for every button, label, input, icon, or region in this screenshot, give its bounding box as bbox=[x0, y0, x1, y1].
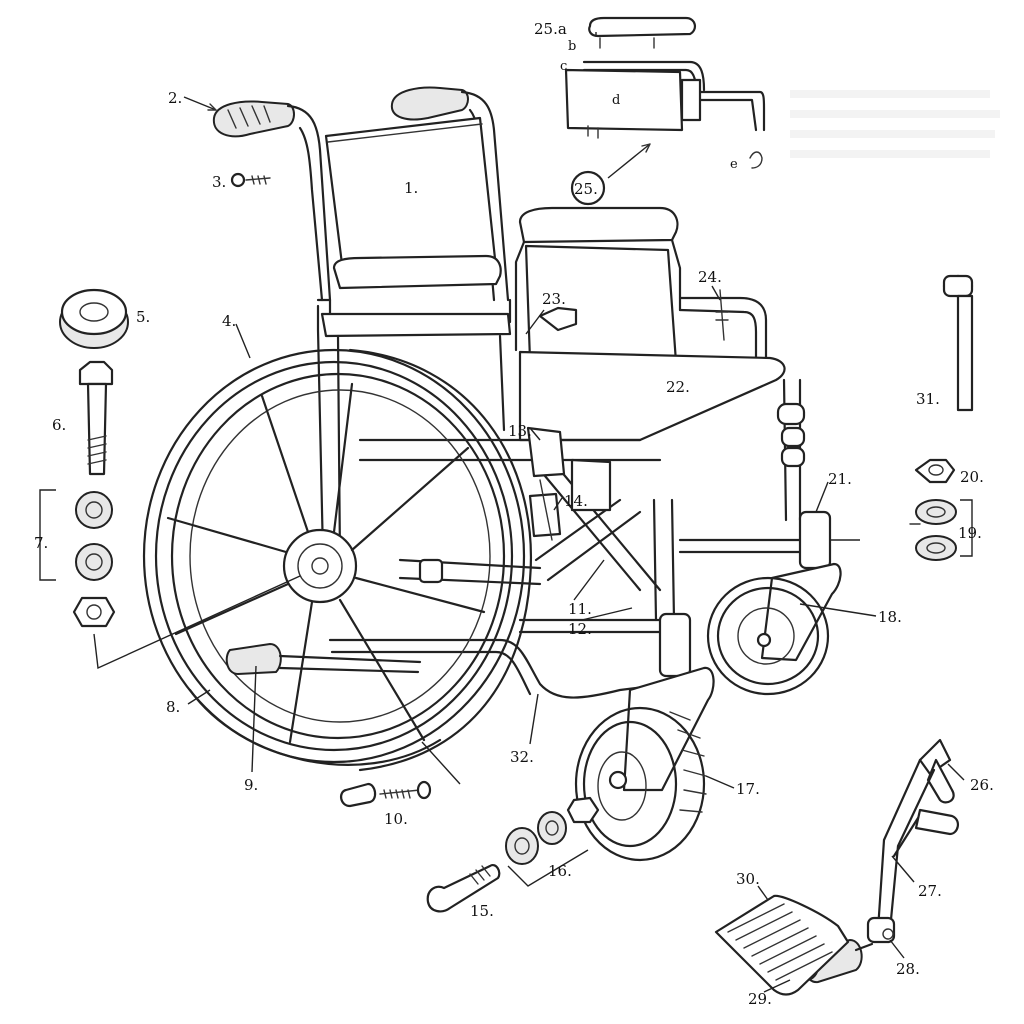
label-25e: e bbox=[730, 157, 738, 172]
label-16: 16. bbox=[548, 862, 572, 880]
label-13: 13. bbox=[508, 422, 532, 440]
label-3: 3. bbox=[212, 173, 226, 191]
footrest-assembly bbox=[714, 738, 959, 996]
label-22: 22. bbox=[666, 378, 690, 396]
label-14: 14. bbox=[564, 492, 588, 510]
label-30: 30. bbox=[736, 870, 760, 888]
axle-assembly bbox=[398, 306, 612, 586]
label-1: 1. bbox=[404, 179, 418, 197]
part-labels: 1. 2. 3. 4. 5. 6. 7. 8. 9. 10. 11. 12. 1… bbox=[34, 20, 994, 1008]
armrest bbox=[514, 206, 768, 364]
label-20: 20. bbox=[960, 468, 984, 486]
label-17: 17. bbox=[736, 780, 760, 798]
axle-bolt-parts bbox=[39, 288, 301, 670]
label-25a: 25.a bbox=[534, 20, 567, 38]
front-caster-18 bbox=[706, 402, 842, 696]
label-26: 26. bbox=[970, 776, 994, 794]
label-31: 31. bbox=[916, 390, 940, 408]
label-7: 7. bbox=[34, 534, 48, 552]
label-15: 15. bbox=[470, 902, 494, 920]
label-9: 9. bbox=[244, 776, 258, 794]
label-8: 8. bbox=[166, 698, 180, 716]
small-screws bbox=[230, 172, 729, 341]
label-32: 32. bbox=[510, 748, 534, 766]
label-25d: d bbox=[612, 93, 620, 108]
right-side-parts bbox=[830, 274, 974, 561]
label-19: 19. bbox=[958, 524, 982, 542]
label-25b: b bbox=[568, 39, 576, 54]
backrest-frame bbox=[212, 86, 510, 302]
caster-bolt-parts bbox=[426, 796, 600, 913]
label-27: 27. bbox=[918, 882, 942, 900]
label-21: 21. bbox=[828, 470, 852, 488]
front-caster-17 bbox=[574, 612, 715, 862]
label-23: 23. bbox=[542, 290, 566, 308]
screw-10 bbox=[340, 741, 461, 808]
label-2: 2. bbox=[168, 89, 182, 107]
label-4: 4. bbox=[222, 312, 236, 330]
rear-wheel bbox=[142, 348, 533, 772]
label-11: 11. bbox=[568, 600, 592, 618]
label-29: 29. bbox=[748, 990, 772, 1008]
label-25c: c bbox=[560, 59, 567, 74]
armrest-exploded-25 bbox=[564, 16, 766, 206]
label-28: 28. bbox=[896, 960, 920, 978]
label-5: 5. bbox=[136, 308, 150, 326]
leader-lines bbox=[183, 32, 965, 993]
label-18: 18. bbox=[878, 608, 902, 626]
label-6: 6. bbox=[52, 416, 66, 434]
label-24: 24. bbox=[698, 268, 722, 286]
bleed-through-marks bbox=[790, 90, 1000, 158]
label-12: 12. bbox=[568, 620, 592, 638]
label-10: 10. bbox=[384, 810, 408, 828]
label-25: 25. bbox=[574, 180, 598, 198]
